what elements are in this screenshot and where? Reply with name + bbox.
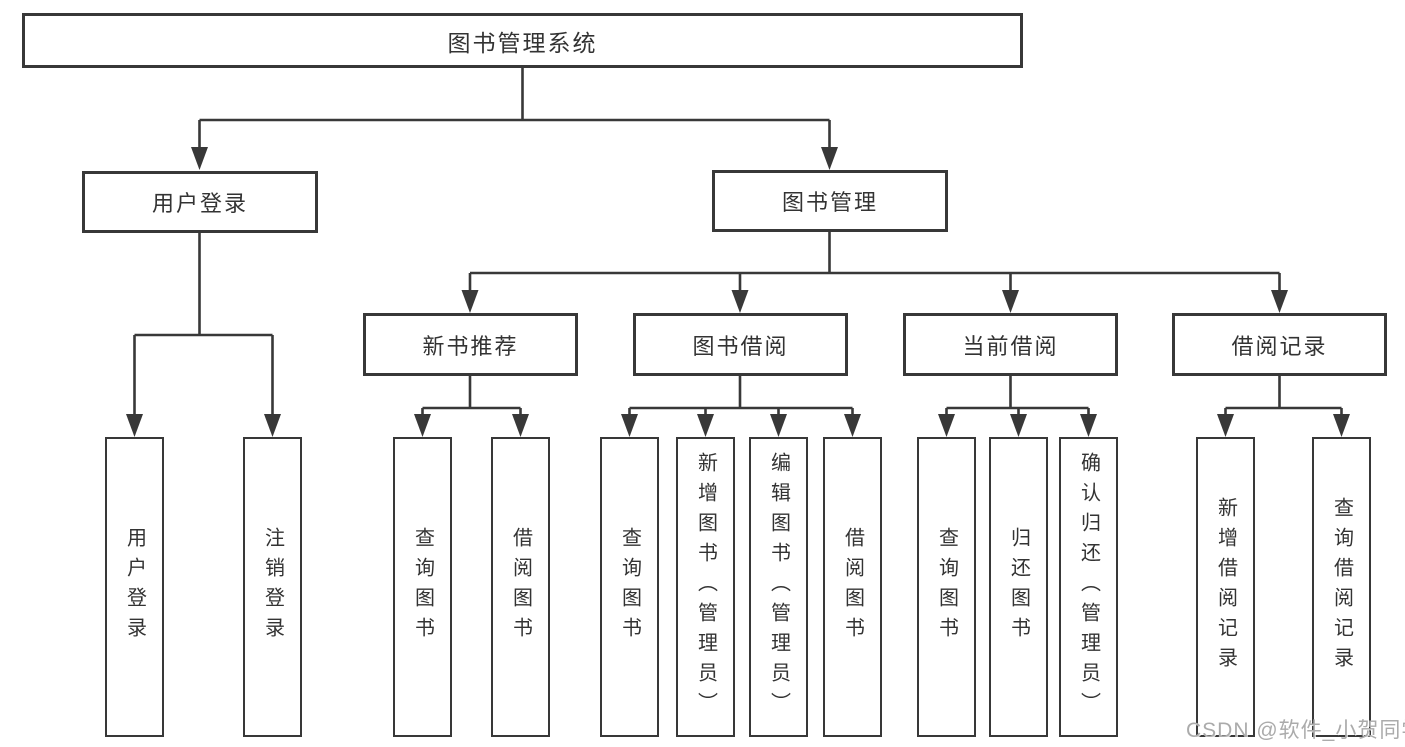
node-label: 图书管理系统 — [447, 29, 598, 56]
arrowhead — [1002, 290, 1019, 313]
node-current-borrow: 当前借阅 — [903, 313, 1118, 376]
arrowhead — [461, 290, 479, 313]
leaf-edit-books-admin: 编辑图书（管理员） — [749, 437, 808, 737]
node-book-management: 图书管理 — [712, 170, 948, 232]
node-label: 归还图书 — [1007, 527, 1030, 647]
arrowhead — [414, 414, 431, 437]
leaf-logout: 注销登录 — [243, 437, 302, 737]
node-label: 借阅记录 — [1231, 333, 1328, 359]
leaf-confirm-return-admin: 确认归还（管理员） — [1059, 437, 1118, 737]
leaf-add-borrow-record: 新增借阅记录 — [1196, 437, 1255, 737]
node-label: 用户登录 — [151, 191, 248, 216]
arrowhead — [1217, 414, 1234, 437]
node-label: 新增图书（管理员） — [694, 452, 717, 722]
arrowhead — [264, 414, 281, 437]
leaf-user-login: 用户登录 — [105, 437, 164, 737]
leaf-query-borrow-record: 查询借阅记录 — [1312, 437, 1371, 737]
node-label: 确认归还（管理员） — [1077, 452, 1100, 722]
arrowhead — [770, 414, 787, 437]
node-book-borrow: 图书借阅 — [633, 313, 848, 376]
arrowhead — [821, 147, 838, 170]
arrowhead — [697, 414, 714, 437]
leaf-borrow-books-1: 借阅图书 — [491, 437, 550, 737]
arrowhead — [1080, 414, 1097, 437]
node-label: 借阅图书 — [509, 527, 532, 647]
node-label: 图书管理 — [781, 190, 878, 215]
node-label: 新增借阅记录 — [1214, 497, 1237, 677]
node-label: 用户登录 — [123, 527, 146, 647]
node-root-library-system: 图书管理系统 — [22, 13, 1023, 68]
node-label: 借阅图书 — [841, 527, 864, 647]
leaf-return-books: 归还图书 — [989, 437, 1048, 737]
connector-shafts — [133, 67, 1343, 419]
node-label: 注销登录 — [261, 527, 284, 647]
leaf-borrow-books-2: 借阅图书 — [823, 437, 882, 737]
arrowheads — [126, 147, 1350, 437]
node-label: 新书推荐 — [422, 333, 519, 359]
arrowhead — [1333, 414, 1350, 437]
arrowhead — [844, 414, 861, 437]
leaf-query-books-2: 查询图书 — [600, 437, 659, 737]
arrowhead — [1010, 414, 1027, 437]
node-borrow-records: 借阅记录 — [1172, 313, 1387, 376]
node-label: 查询借阅记录 — [1330, 497, 1353, 677]
node-user-login-branch: 用户登录 — [82, 171, 318, 233]
arrowhead — [126, 414, 143, 437]
arrowhead — [1271, 290, 1288, 313]
node-label: 图书借阅 — [692, 333, 789, 359]
node-label: 查询图书 — [618, 527, 641, 647]
csdn-watermark: CSDN @软件_小贺同学 — [1186, 719, 1405, 742]
arrowhead — [191, 147, 208, 170]
arrowhead — [512, 414, 529, 437]
node-label: 查询图书 — [411, 527, 434, 647]
leaf-query-books-3: 查询图书 — [917, 437, 976, 737]
arrowhead — [731, 290, 749, 313]
leaf-query-books-1: 查询图书 — [393, 437, 452, 737]
arrowhead — [621, 414, 638, 437]
node-new-book-recommend: 新书推荐 — [363, 313, 578, 376]
leaf-add-books-admin: 新增图书（管理员） — [676, 437, 735, 737]
arrowhead — [938, 414, 955, 437]
node-label: 当前借阅 — [962, 333, 1059, 359]
node-label: 查询图书 — [935, 527, 958, 647]
node-label: 编辑图书（管理员） — [767, 452, 790, 722]
